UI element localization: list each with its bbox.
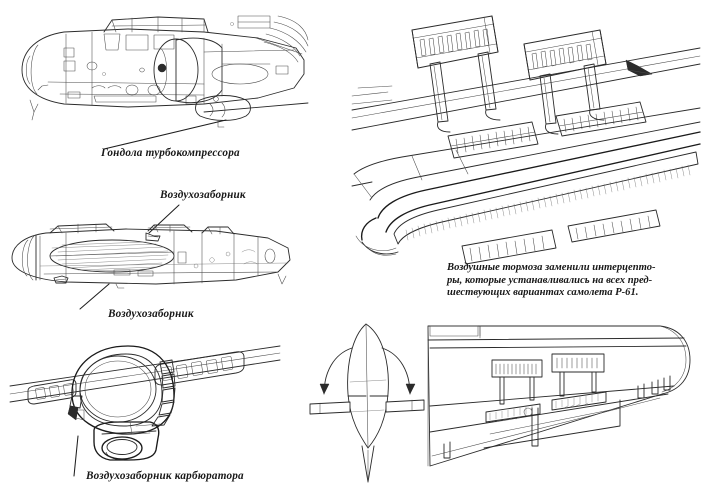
caption-air-intake-lower: Воздухозаборник xyxy=(108,308,194,320)
leader-turbo-nacelle xyxy=(100,118,230,152)
figure-fuselage-side-upper xyxy=(8,8,309,140)
figure-airfoil-section xyxy=(306,322,425,488)
leader-air-intake-lower xyxy=(76,283,112,311)
caption-airbrakes: Воздушные тормоза заменили интерцепто- р… xyxy=(447,262,702,300)
caption-air-intake-upper: Воздухозаборник xyxy=(160,189,246,201)
figure-airbrake-perspective xyxy=(351,4,701,265)
figure-fuselage-side-lower xyxy=(6,222,296,292)
caption-turbo-nacelle: Гондола турбокомпрессора xyxy=(101,147,240,159)
figure-engine-cowling xyxy=(9,334,281,461)
caption-airbrakes-line-1: Воздушные тормоза заменили интерцепто- xyxy=(447,262,656,273)
caption-airbrakes-line-3: шествующих вариантах самолета P-61. xyxy=(447,287,639,299)
caption-carburetor-intake: Воздухозаборник карбюратора xyxy=(86,470,244,482)
leader-carburetor-intake xyxy=(70,435,82,477)
leader-air-intake-upper xyxy=(146,203,182,235)
caption-airbrakes-line-2: ры, которые устанавливались на всех пред… xyxy=(447,274,653,286)
figure-wing-planform xyxy=(424,316,700,486)
